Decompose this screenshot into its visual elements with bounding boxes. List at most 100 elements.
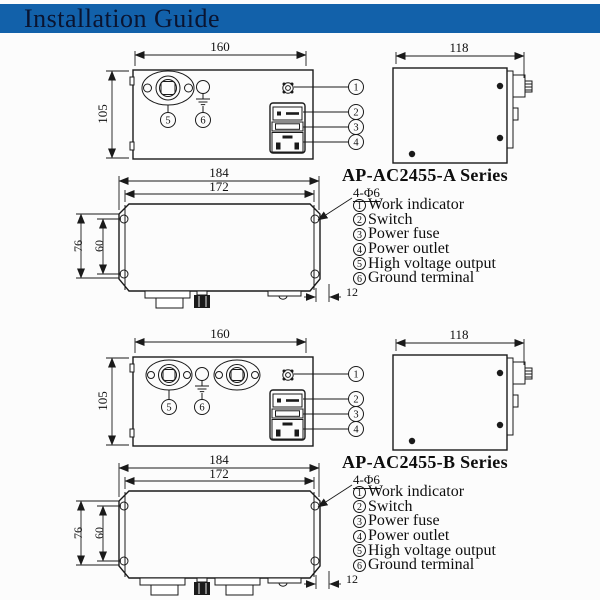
legend-item-label: High voltage output — [368, 541, 496, 559]
legend-item-number: 2 — [353, 213, 366, 227]
ground-stud — [196, 577, 208, 583]
power-module-body — [269, 389, 306, 441]
callout-6 — [194, 399, 210, 415]
dim-inner-height: 60 — [92, 527, 106, 539]
hv-output-connector-2 — [213, 359, 261, 391]
side-view-b: 118 — [392, 327, 533, 451]
mounting-hole — [119, 214, 129, 224]
legend-item-number: 3 — [353, 227, 366, 241]
dim-outer-width: 184 — [209, 165, 229, 180]
callout-5 — [160, 112, 176, 128]
holes-leader — [317, 484, 353, 508]
dim-outer-width: 184 — [209, 452, 229, 467]
dim-edge-offset: 12 — [346, 572, 358, 586]
side-body — [392, 67, 508, 164]
legend-item-label: Power fuse — [368, 225, 440, 243]
ground-stud — [196, 290, 208, 296]
mounting-hole — [119, 556, 129, 566]
holes-leader — [317, 197, 353, 221]
callout-6 — [195, 112, 211, 128]
edge-tab — [267, 290, 302, 297]
dim-outer-height: 76 — [71, 240, 85, 252]
legend-item-number: 3 — [353, 514, 366, 528]
svg-text:3: 3 — [353, 410, 358, 421]
svg-text:1: 1 — [353, 83, 358, 94]
connector-housing — [139, 577, 186, 586]
dim-inner-height: 60 — [92, 240, 106, 252]
svg-text:4: 4 — [353, 425, 359, 436]
edge-tab — [267, 577, 302, 584]
legend-item-number: 1 — [353, 485, 366, 499]
legend-item-number: 2 — [353, 500, 366, 514]
ground-terminal — [195, 367, 209, 393]
hv-output-connector — [141, 70, 195, 106]
legend-item-number: 6 — [353, 271, 366, 285]
legend-item-label: High voltage output — [368, 254, 496, 272]
svg-text:5: 5 — [165, 116, 170, 127]
callout-1 — [348, 366, 364, 382]
legend-item-label: Work indicator — [368, 483, 465, 501]
svg-text:4: 4 — [353, 138, 359, 149]
mounting-hole — [310, 214, 320, 224]
legend-item-label: Power fuse — [368, 512, 440, 530]
power-module-body — [269, 102, 306, 154]
legend-item-label: Work indicator — [368, 196, 465, 214]
legend-item-label: Power outlet — [368, 240, 450, 258]
dim-inner-width: 172 — [209, 466, 229, 481]
front-panel — [132, 356, 314, 447]
svg-text:6: 6 — [200, 116, 205, 127]
power-entry-module — [269, 102, 306, 154]
holes-count-label-b: 4-Φ6 — [353, 472, 380, 489]
work-indicator — [282, 369, 294, 381]
callout-4 — [348, 421, 364, 437]
legend-item-label: Switch — [368, 210, 413, 228]
mounting-plate — [118, 203, 321, 292]
legend-item-number: 4 — [353, 242, 366, 256]
svg-text:5: 5 — [166, 403, 171, 414]
power-switch — [272, 106, 303, 121]
svg-text:3: 3 — [353, 123, 358, 134]
mounting-hole — [310, 556, 320, 566]
screw — [496, 134, 504, 142]
title-bar: Installation Guide — [0, 4, 600, 33]
dim-front-height: 105 — [95, 104, 110, 124]
screw — [408, 150, 416, 158]
legend-item-number: 6 — [353, 558, 366, 572]
mounting-hole — [310, 269, 320, 279]
front-view-a: 160 105 5 6 — [95, 39, 364, 160]
bottom-view-a: 184 172 76 60 12 — [71, 165, 358, 309]
hv-output-connector-1 — [145, 359, 193, 391]
side-view-a: 118 — [392, 40, 533, 164]
dim-side-width: 118 — [449, 40, 468, 55]
front-view-b: 160 105 5 — [95, 326, 364, 447]
mounting-hole — [119, 269, 129, 279]
bottom-view-b: 184 172 76 60 12 — [71, 452, 358, 596]
page-title: Installation Guide — [24, 4, 221, 33]
side-hv-connector — [512, 361, 526, 385]
dim-inner-width: 172 — [209, 179, 229, 194]
svg-text:1: 1 — [353, 370, 358, 381]
legend-item-label: Switch — [368, 497, 413, 515]
legend-item-number: 4 — [353, 529, 366, 543]
screw — [408, 437, 416, 445]
power-entry-module — [269, 389, 306, 441]
screw — [496, 421, 504, 429]
svg-text:2: 2 — [353, 108, 358, 119]
power-switch — [272, 393, 303, 408]
screw — [496, 369, 504, 377]
legend-item-label: Power outlet — [368, 527, 450, 545]
legend-item-number: 1 — [353, 198, 366, 212]
